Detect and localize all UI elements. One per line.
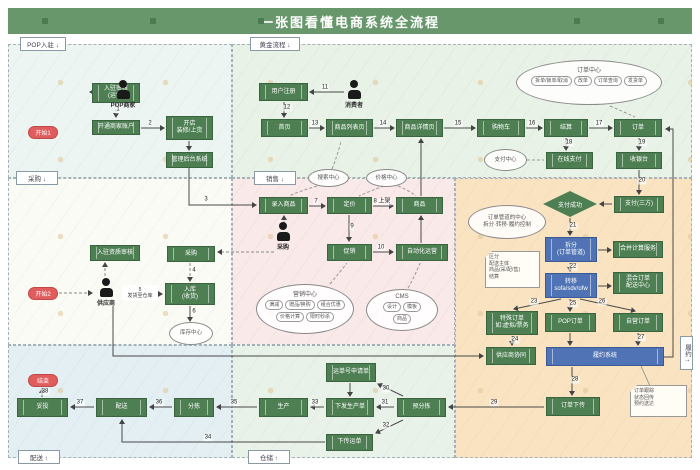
titlebar-dot [42,18,48,24]
title-bar: 一张图看懂电商系统全流程 [8,8,692,34]
titlebar-dot [258,18,264,24]
page-title: 一张图看懂电商系统全流程 [259,14,440,30]
titlebar-dot [574,18,580,24]
titlebar-dot [150,18,156,24]
titlebar-dot [658,18,664,24]
